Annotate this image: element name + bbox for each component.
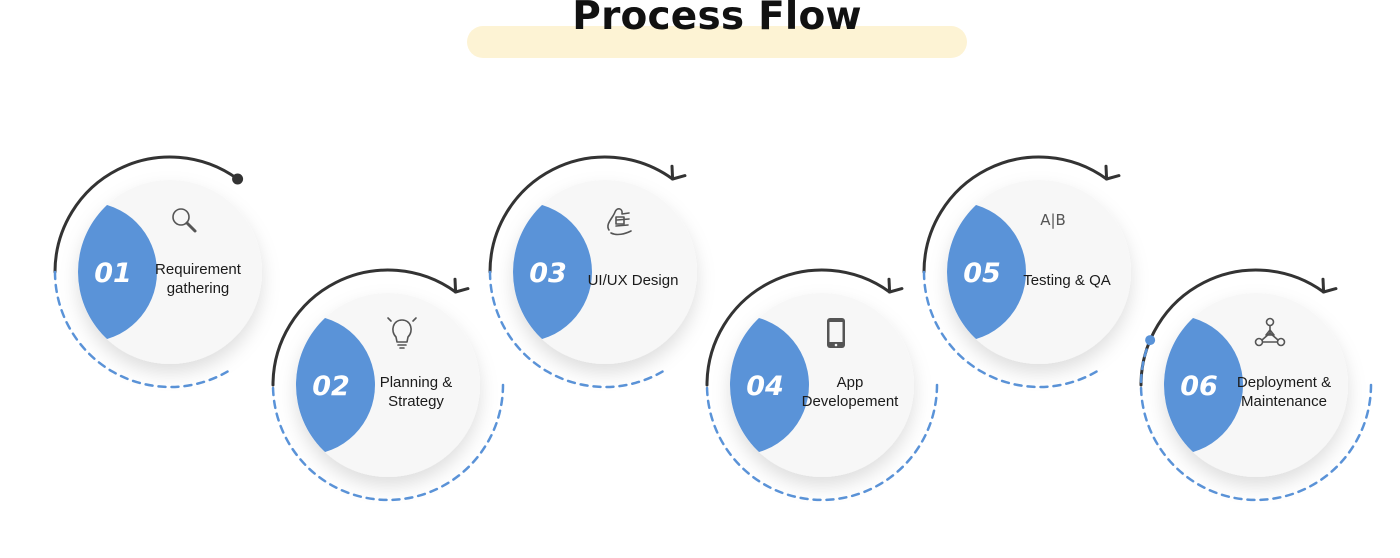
connector-layer [53,155,1373,502]
step-label: gathering [167,280,230,297]
process-step-03: 03 UI/UX Design [513,180,697,364]
connector-arc [271,268,458,387]
step-number: 01 [94,258,132,289]
step-label: Planning & [380,374,453,391]
step-number-lens [296,315,375,455]
step-label: Developement [802,393,900,410]
ab-test-label: A|B [1040,211,1066,229]
connector-dashed-arc [53,270,229,389]
step-label: Requirement [155,261,242,278]
connector-arrowhead [1104,164,1121,181]
ab-test-icon: A|B [1040,211,1066,229]
connector-dashed-arc [271,383,505,502]
step-number-lens [513,202,592,342]
connector-arc [53,155,240,274]
step-number-lens [947,202,1026,342]
connector-arc [705,268,892,387]
step-label: App [837,374,864,391]
connector-start-dot [1145,335,1156,346]
connector-arrowhead [1321,277,1338,294]
step-number-lens [78,202,157,342]
connector-dashed-arc [488,270,664,389]
connector-arrowhead [887,277,904,294]
step-number: 03 [529,258,567,289]
smartphone-icon [827,318,845,348]
step-label: Strategy [388,393,444,410]
process-step-02: 02 Planning & Strategy [296,293,480,477]
process-step-06: 06 Deployment & Maintenance [1164,293,1348,477]
network-nodes-icon [1254,317,1286,347]
lightbulb-icon [387,317,417,349]
title-highlight [467,26,967,58]
connector-arc [488,155,675,274]
connector-dashed-arc [705,383,939,502]
connector-arc [922,155,1109,274]
step-number: 04 [746,371,784,402]
step-label: Deployment & [1237,374,1331,391]
page-title: Process Flow [572,0,862,39]
magnifier-icon [172,208,197,233]
connector-dashed-arc [1139,338,1373,502]
step-number-lens [730,315,809,455]
process-step-05: 05 Testing & QA A|B [947,180,1131,364]
connector-arrowhead [670,164,687,181]
step-label: Maintenance [1241,393,1327,410]
card-layer: 01 Requirement gathering 02 Planning & Strate… [78,180,1348,477]
step-number: 06 [1180,371,1218,402]
process-step-01: 01 Requirement gathering [78,180,262,364]
step-label: Testing & QA [1023,272,1111,289]
step-number: 02 [312,371,350,402]
connector-arrowhead [453,277,470,294]
step-number: 05 [963,258,1001,289]
step-label: UI/UX Design [588,272,679,289]
connector-dashed-arc [922,270,1098,389]
connector-end-dot [232,173,244,185]
design-hand-icon [607,208,632,236]
step-number-lens [1164,315,1243,455]
